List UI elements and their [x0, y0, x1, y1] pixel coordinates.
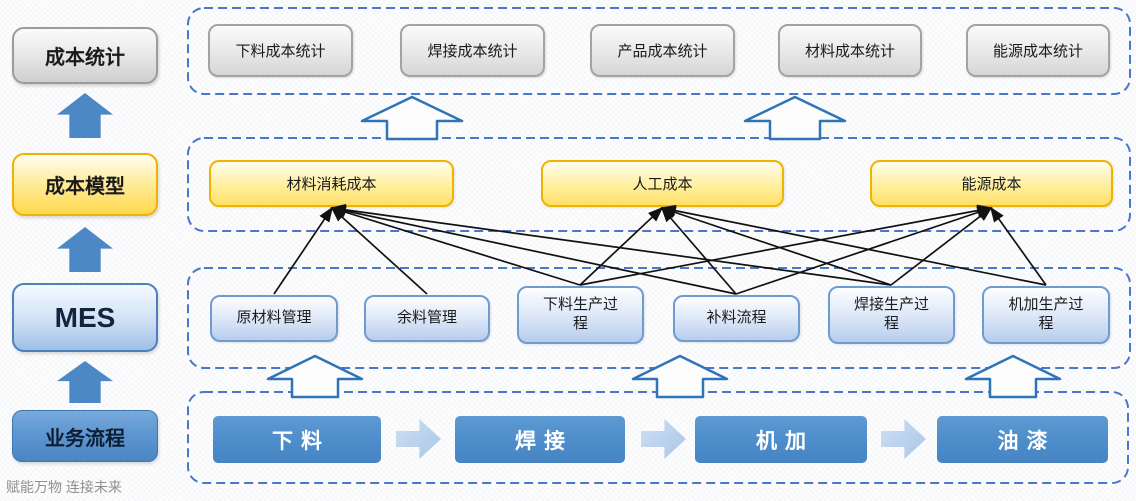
mes-box-surplus-mgmt: 余料管理	[364, 295, 490, 342]
mes-box-welding-process: 焊接生产过程	[828, 286, 955, 344]
connector-line	[579, 206, 664, 286]
up-arrow-icon	[57, 93, 113, 138]
left-flow-business-process-label: 业务流程	[45, 427, 125, 450]
right-arrow-icon	[396, 419, 441, 459]
step-box-cutting: 下料	[213, 416, 381, 463]
connector-line	[330, 205, 737, 295]
up-arrow-outline-icon	[631, 354, 729, 399]
stats-box-label: 能源成本统计	[992, 43, 1083, 60]
stats-box-welding: 焊接成本统计	[400, 24, 545, 77]
step-box-machining: 机加	[695, 416, 867, 463]
left-flow-mes-label: MES	[54, 301, 116, 333]
connector-line	[660, 206, 737, 295]
up-arrow-icon	[57, 361, 113, 403]
mes-box-machining-process: 机加生产过程	[982, 286, 1110, 344]
connector-line	[660, 206, 892, 286]
stats-box-label: 产品成本统计	[617, 43, 708, 60]
left-flow-cost-model: 成本模型	[12, 153, 158, 216]
step-box-label: 机加	[756, 429, 814, 453]
up-arrow-outline-icon	[360, 95, 464, 141]
connector-line	[579, 204, 993, 286]
connector-line	[990, 206, 1047, 286]
stats-box-label: 材料成本统计	[804, 43, 895, 60]
mes-to-cost-connectors	[273, 203, 1047, 295]
stats-box-label: 焊接成本统计	[427, 43, 518, 60]
up-arrow-outline-icon	[964, 354, 1062, 399]
mes-box-label: 补料流程	[706, 309, 767, 327]
cost-box-label: 人工成本	[632, 176, 693, 193]
mes-box-replenish-flow: 补料流程	[673, 295, 800, 342]
up-arrow-outline-icon	[266, 354, 364, 399]
right-arrow-icon	[881, 419, 926, 459]
connector-line	[273, 206, 333, 295]
stats-box-material: 材料成本统计	[778, 24, 922, 77]
connector-line	[330, 206, 428, 295]
mes-box-label: 焊接生产过程	[853, 296, 929, 332]
step-box-welding: 焊接	[455, 416, 625, 463]
cost-box-label: 能源成本	[961, 176, 1022, 193]
cost-box-label: 材料消耗成本	[286, 176, 377, 193]
step-box-painting: 油漆	[937, 416, 1108, 463]
left-flow-mes: MES	[12, 283, 158, 352]
mes-box-cutting-process: 下料生产过程	[517, 286, 644, 344]
connector-line	[330, 203, 892, 286]
watermark-text: 赋能万物 连接未来	[6, 479, 122, 495]
mes-box-label: 原材料管理	[236, 309, 312, 327]
cost-box-labor: 人工成本	[541, 160, 784, 207]
stats-box-label: 下料成本统计	[235, 43, 326, 60]
step-box-label: 油漆	[997, 429, 1056, 453]
left-flow-cost-stats-label: 成本统计	[45, 47, 125, 69]
mes-box-label: 下料生产过程	[542, 296, 618, 332]
cost-box-energy: 能源成本	[870, 160, 1113, 207]
stats-box-energy: 能源成本统计	[966, 24, 1110, 77]
cost-box-material-consumption: 材料消耗成本	[209, 160, 454, 207]
left-flow-cost-stats: 成本统计	[12, 27, 158, 84]
connector-line	[330, 206, 581, 286]
left-flow-cost-model-label: 成本模型	[45, 176, 125, 198]
right-arrow-icon	[641, 419, 686, 459]
up-arrow-outline-icon	[743, 95, 847, 141]
mes-box-label: 机加生产过程	[1008, 296, 1084, 332]
connector-line	[660, 204, 1047, 286]
connector-line	[735, 206, 993, 295]
mes-box-label: 余料管理	[396, 309, 457, 327]
up-arrow-icon	[57, 227, 113, 272]
stats-box-product: 产品成本统计	[590, 24, 735, 77]
step-box-label: 焊接	[515, 429, 573, 453]
mes-box-raw-material-mgmt: 原材料管理	[210, 295, 338, 342]
left-flow-business-process: 业务流程	[12, 410, 158, 462]
stats-box-cutting: 下料成本统计	[208, 24, 353, 77]
connector-line	[890, 206, 993, 286]
step-box-label: 下料	[272, 429, 330, 453]
